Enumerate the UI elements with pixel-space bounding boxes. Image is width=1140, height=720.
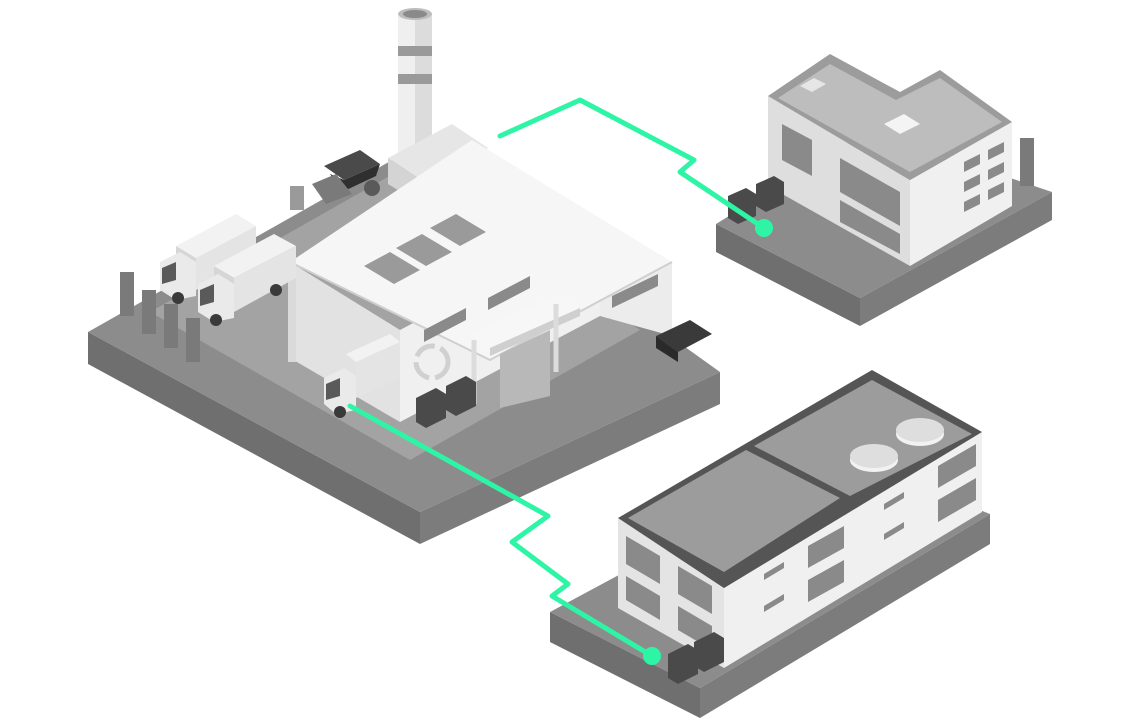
waste-bin-icon bbox=[290, 150, 380, 210]
collection-routes bbox=[347, 97, 773, 665]
office-platform-left bbox=[716, 224, 860, 326]
plant-platform-left bbox=[88, 332, 420, 544]
garbage-truck-icon bbox=[198, 234, 296, 326]
office-platform-right bbox=[860, 192, 1052, 326]
plant-roof bbox=[290, 140, 672, 360]
chimney-icon bbox=[398, 8, 432, 154]
recycling-plant bbox=[88, 8, 720, 544]
garbage-truck-icon bbox=[324, 334, 400, 418]
apartment-building bbox=[550, 370, 990, 718]
waste-bin-icon bbox=[668, 632, 724, 684]
route-plant-to-office bbox=[497, 97, 767, 231]
plant-platform-right bbox=[420, 372, 720, 544]
waste-bin-icon bbox=[656, 320, 712, 362]
route-endpoint-apartment bbox=[643, 647, 661, 665]
route-endpoint-office bbox=[755, 219, 773, 237]
bollards bbox=[120, 272, 200, 362]
apartment-platform-right bbox=[700, 514, 990, 718]
apartment-platform-left bbox=[550, 612, 700, 718]
route-plant-to-apartment bbox=[347, 403, 655, 659]
recycle-icon bbox=[413, 343, 451, 381]
office-building bbox=[716, 54, 1052, 326]
waste-bin-icon bbox=[416, 376, 476, 428]
